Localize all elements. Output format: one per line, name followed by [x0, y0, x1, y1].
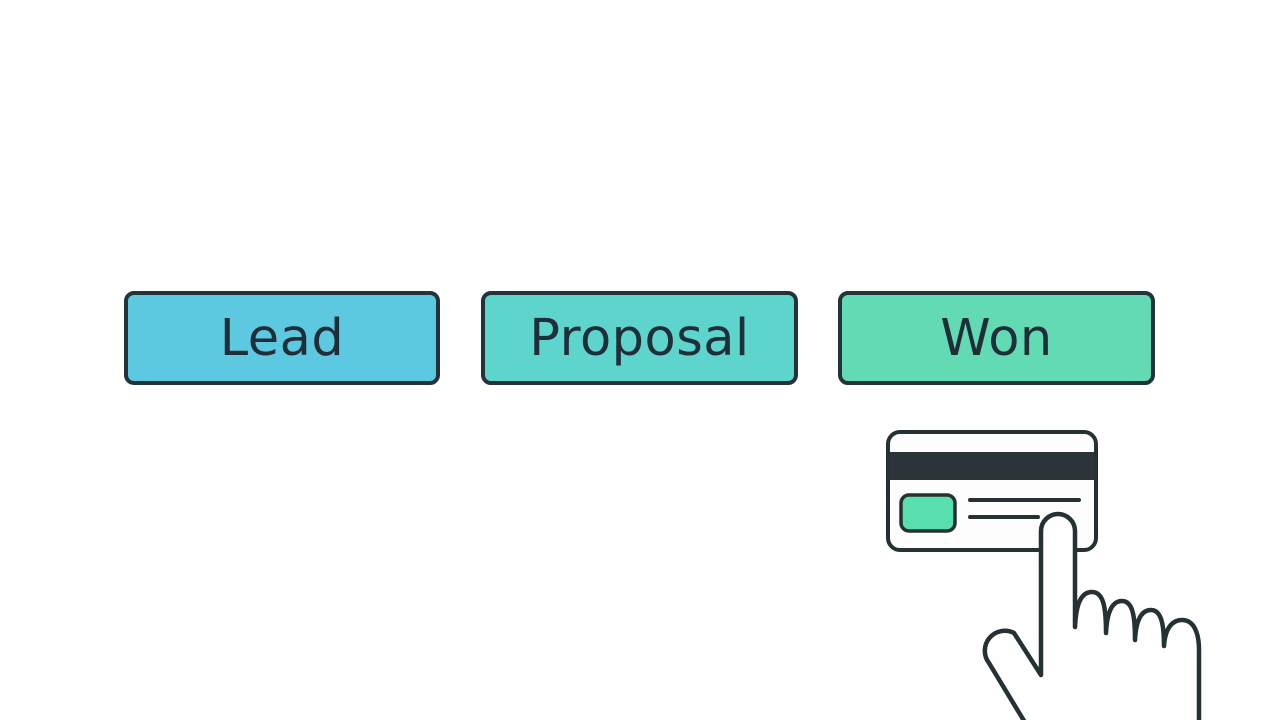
- stage-button-won[interactable]: Won: [838, 291, 1155, 385]
- stage-button-lead[interactable]: Lead: [124, 291, 440, 385]
- stage-label-won: Won: [940, 308, 1053, 368]
- stage-label-lead: Lead: [219, 308, 345, 368]
- stage-button-proposal[interactable]: Proposal: [481, 291, 798, 385]
- card-magnetic-stripe: [890, 452, 1094, 480]
- card-chip: [899, 493, 957, 533]
- credit-card-icon[interactable]: [886, 430, 1098, 552]
- stage-label-proposal: Proposal: [529, 308, 750, 368]
